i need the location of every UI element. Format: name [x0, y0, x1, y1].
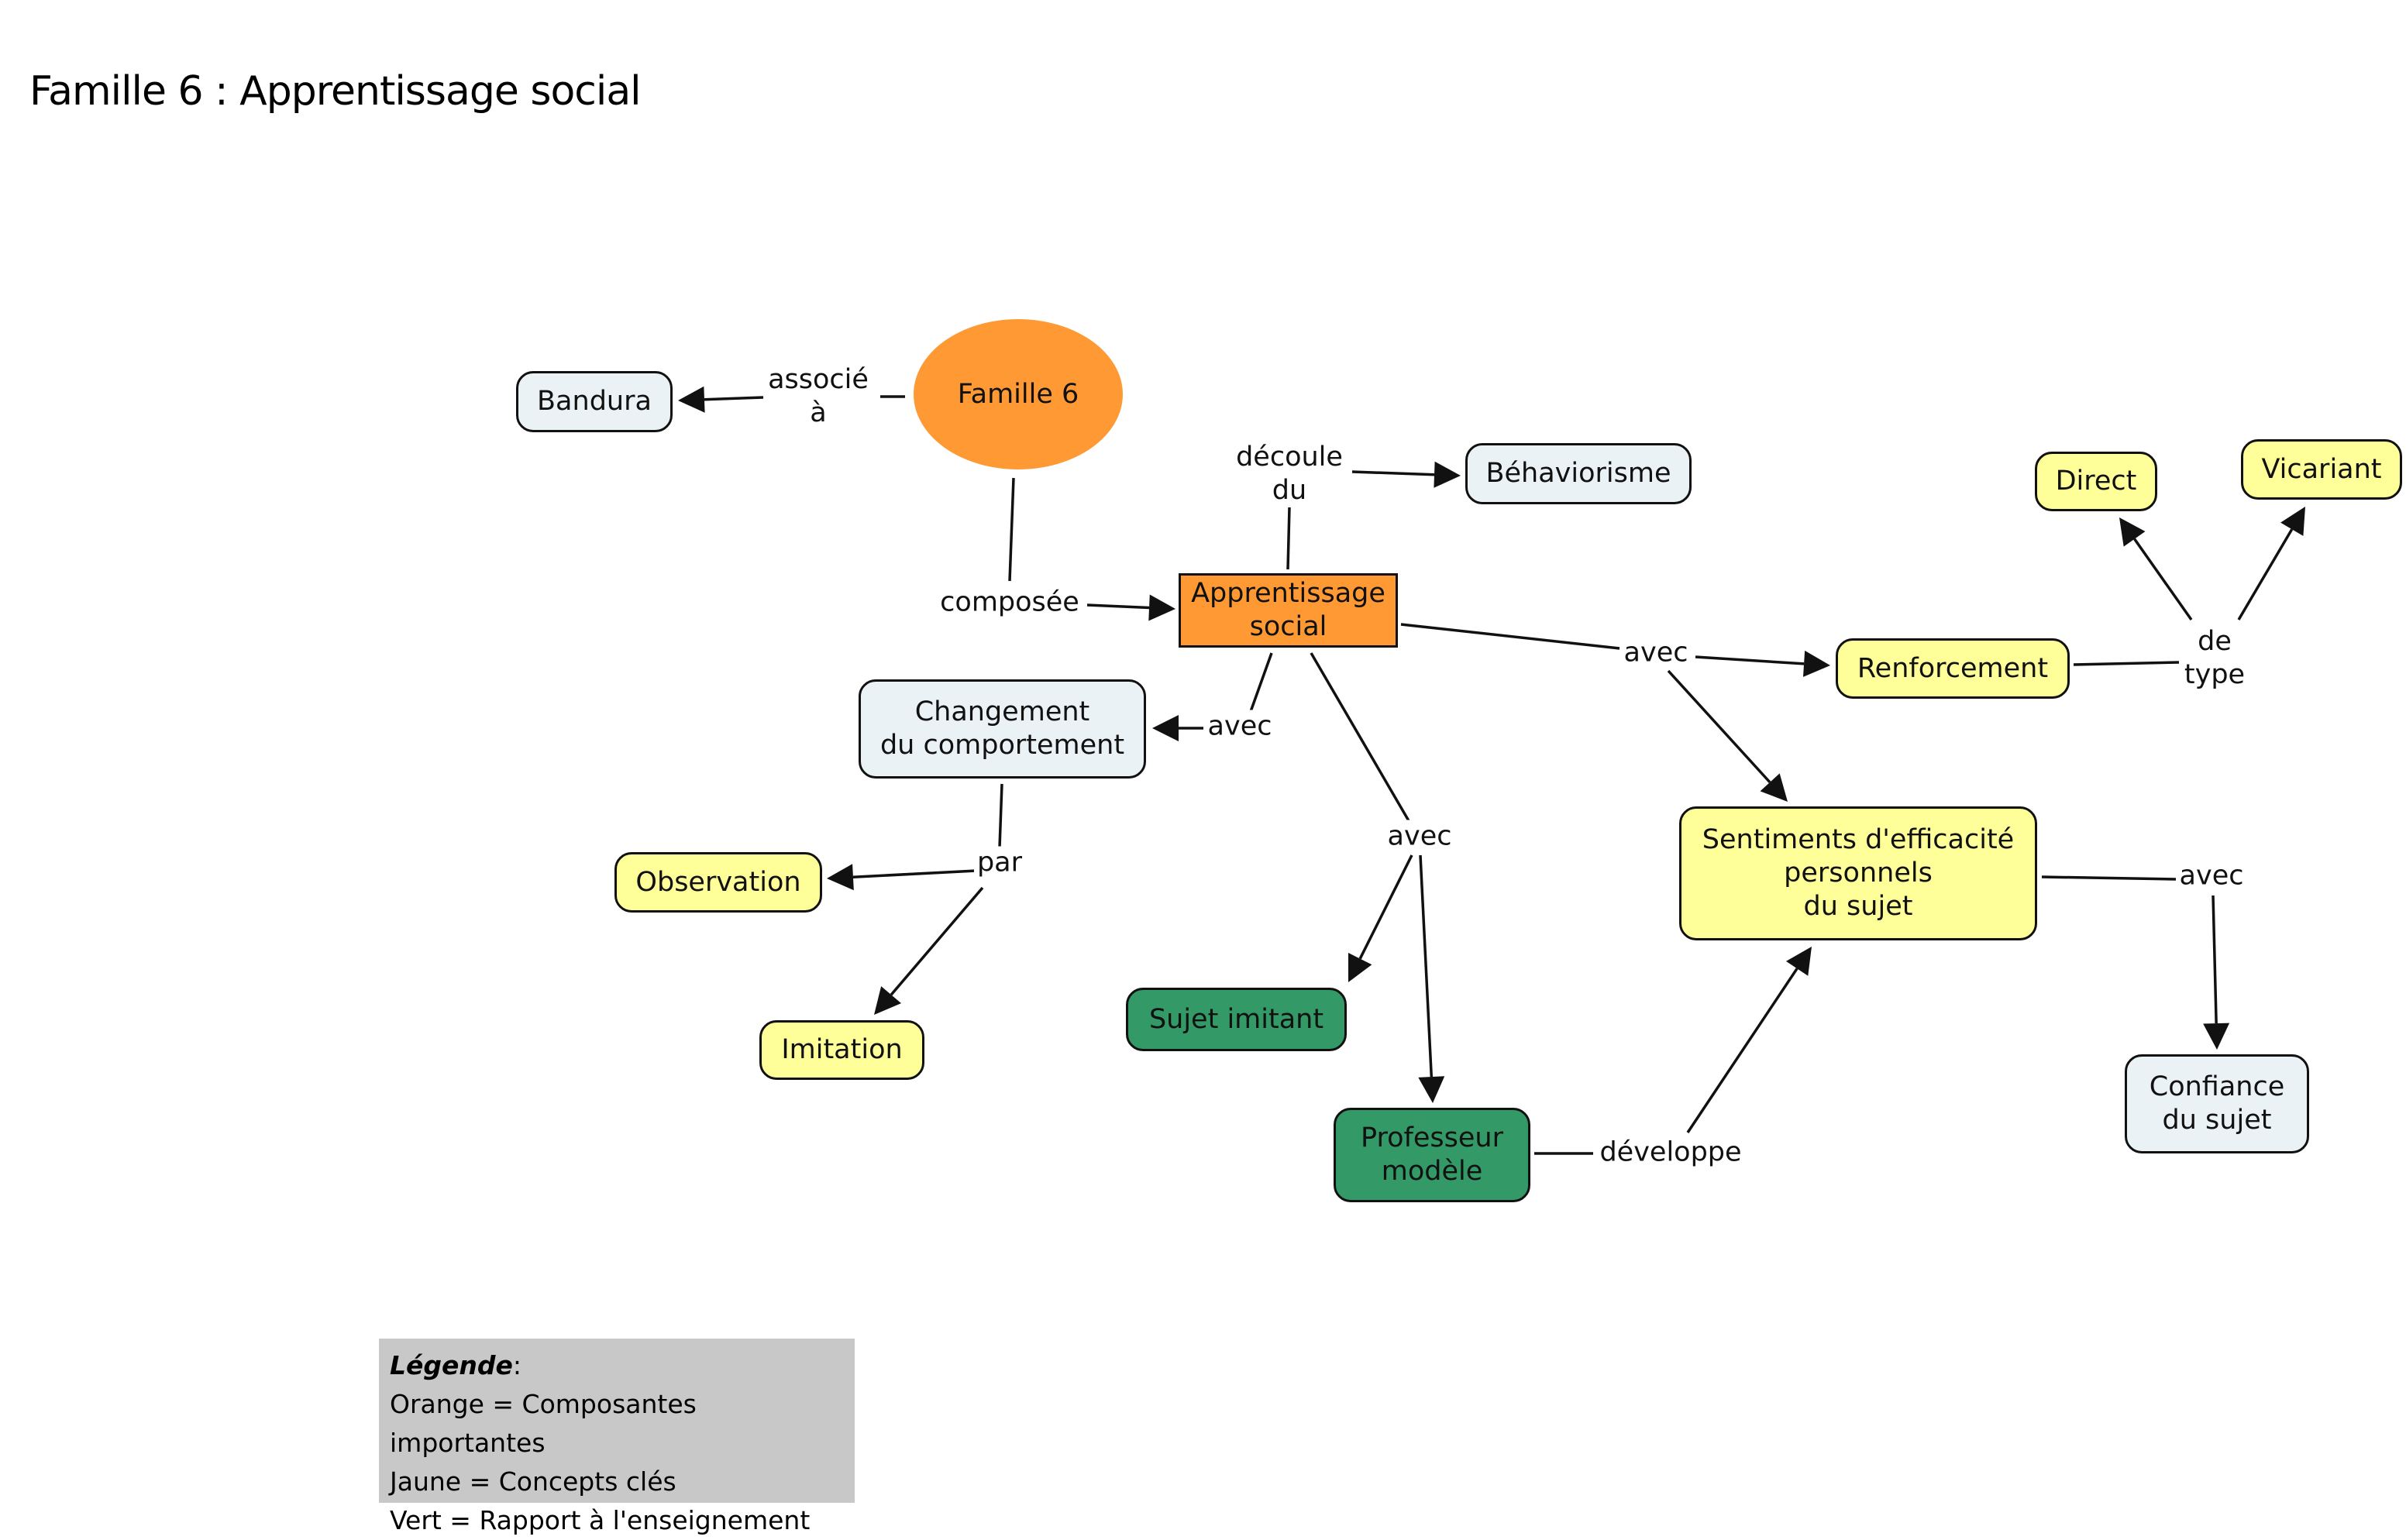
edge-developpe-sentiments [1686, 968, 1798, 1133]
edge-avec-renforcement-arrowhead-icon [1802, 650, 1830, 677]
link-developpe[interactable]: développe [1596, 1136, 1745, 1170]
link-avec-changement[interactable]: avec [1204, 710, 1275, 744]
legend-title-row: Légende: [390, 1346, 844, 1385]
link-avec-confiance[interactable]: avec [2176, 859, 2247, 893]
edge-apprentissage-decoule [1286, 507, 1291, 570]
legend-title-colon: : [512, 1350, 522, 1380]
legend-title: Légende [390, 1350, 513, 1380]
legend: Légende: Orange = Composantes importante… [379, 1339, 855, 1535]
edge-apprentissage-avec-sujet [1310, 652, 1412, 824]
edge-par-imitation [890, 886, 984, 996]
legend-item-orange: Orange = Composantes importantes [390, 1389, 697, 1458]
edge-developpe-sentiments-arrowhead-icon [1785, 947, 1812, 976]
edge-avec-sujet-imitant [1358, 854, 1413, 960]
node-changement-comportement[interactable]: Changement du comportement [859, 679, 1146, 779]
edge-detype-direct-arrowhead-icon [2119, 517, 2146, 547]
link-decoule-du[interactable]: découle du [1233, 441, 1346, 507]
edge-avec-professeur-arrowhead-icon [1418, 1076, 1445, 1103]
edge-avec-sentiments [1667, 669, 1771, 784]
node-imitation[interactable]: Imitation [759, 1020, 924, 1080]
node-confiance-sujet[interactable]: Confiance du sujet [2125, 1054, 2309, 1153]
node-bandura[interactable]: Bandura [516, 371, 673, 432]
edge-decoule-behaviorisme-arrowhead-icon [1434, 461, 1461, 488]
page-title: Famille 6 : Apprentissage social [29, 68, 642, 115]
edge-avec-renforcement [1695, 655, 1805, 665]
edge-decoule-behaviorisme [1351, 470, 1435, 476]
edge-changement-par [998, 783, 1003, 848]
edge-par-imitation-arrowhead-icon [874, 986, 902, 1015]
edge-avec-professeur [1419, 854, 1434, 1078]
edge-detype-vicariant-arrowhead-icon [2280, 507, 2305, 536]
edge-avec-sujet-imitant-arrowhead-icon [1348, 952, 1372, 982]
link-par[interactable]: par [973, 846, 1026, 880]
edge-associe-bandura-arrowhead-icon [678, 386, 705, 413]
link-associe-a[interactable]: associé à [765, 363, 872, 430]
node-sujet-imitant[interactable]: Sujet imitant [1126, 988, 1347, 1051]
node-famille-6[interactable]: Famille 6 [914, 319, 1123, 469]
node-observation[interactable]: Observation [614, 852, 822, 913]
edge-famille-composee [1008, 477, 1015, 582]
edge-detype-vicariant [2237, 528, 2294, 620]
edge-composee-apprentissage [1086, 603, 1150, 610]
edge-renforcement-detype [2073, 661, 2180, 666]
edge-composee-apprentissage-arrowhead-icon [1148, 594, 1175, 621]
link-de-type[interactable]: de type [2181, 625, 2249, 692]
edge-detype-direct [2133, 538, 2193, 621]
link-composee[interactable]: composée [937, 586, 1083, 620]
edge-avec-confiance [2212, 895, 2218, 1024]
edge-avec-sentiments-arrowhead-icon [1760, 773, 1788, 802]
link-avec-sujet[interactable]: avec [1384, 820, 1455, 854]
edge-par-observation-arrowhead-icon [827, 864, 854, 891]
edge-par-observation [852, 869, 977, 878]
edge-avec-changement-arrowhead-icon [1152, 715, 1179, 741]
edge-apprentissage-avec-changement [1248, 652, 1273, 717]
legend-item-green: Vert = Rapport à l'enseignement [390, 1505, 811, 1535]
node-behaviorisme[interactable]: Béhaviorisme [1465, 443, 1692, 504]
edge-apprentissage-avec-renforcement [1400, 623, 1620, 650]
node-apprentissage-social[interactable]: Apprentissage social [1179, 573, 1398, 648]
legend-item-yellow: Jaune = Concepts clés [390, 1466, 676, 1497]
node-renforcement[interactable]: Renforcement [1836, 638, 2070, 699]
edge-sentiments-avec [2041, 875, 2177, 881]
node-professeur-modele[interactable]: Professeur modèle [1334, 1108, 1530, 1202]
node-vicariant[interactable]: Vicariant [2241, 439, 2402, 500]
link-avec-renforcement[interactable]: avec [1620, 636, 1692, 670]
node-sentiments-efficacite[interactable]: Sentiments d'efficacité personnels du su… [1679, 806, 2037, 940]
node-direct[interactable]: Direct [2035, 452, 2157, 511]
edge-avec-confiance-arrowhead-icon [2203, 1023, 2230, 1050]
edge-associe-bandura [704, 396, 764, 401]
